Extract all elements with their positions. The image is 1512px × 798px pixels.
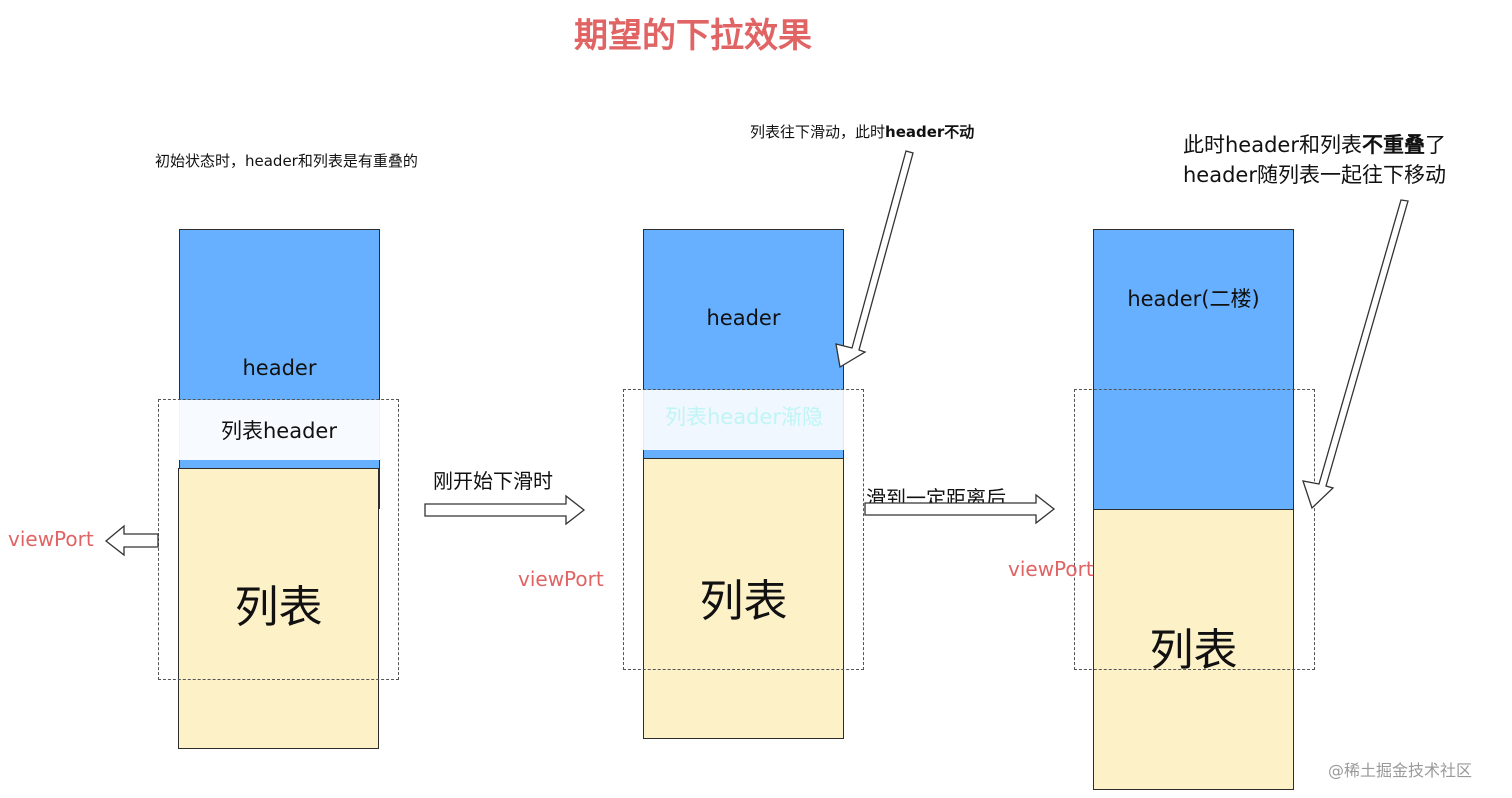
panel2-list-label: 列表 xyxy=(699,575,788,627)
panel2-viewport xyxy=(623,389,864,670)
panel1-list-header-label: 列表header xyxy=(221,419,337,443)
panel1-list-header: 列表header xyxy=(165,400,393,460)
panel1-viewport-arrow xyxy=(104,524,159,557)
step-arrow-2 xyxy=(864,493,1056,525)
panel3-header-box: header(二楼) xyxy=(1093,229,1294,510)
panel3-note-line1-bold: 不重叠 xyxy=(1361,133,1425,157)
panel2-list-header-fading: 列表header渐隐 xyxy=(630,390,858,450)
panel3-viewport-label: viewPort xyxy=(1008,557,1094,581)
panel1-note: 初始状态时，header和列表是有重叠的 xyxy=(155,150,418,171)
panel3-note-line1-suffix: 了 xyxy=(1424,133,1446,157)
panel2-list-header-label: 列表header渐隐 xyxy=(665,405,823,429)
panel2-note: 列表往下滑动，此时header不动 xyxy=(750,121,974,142)
panel2-viewport-label: viewPort xyxy=(518,567,604,591)
panel2-note-arrow xyxy=(835,150,914,369)
step-arrow-1 xyxy=(424,494,586,526)
panel3-note-line1: 此时header和列表不重叠了 xyxy=(1183,130,1446,160)
panel3-note-arrow xyxy=(1302,199,1409,510)
panel2-note-bold: header不动 xyxy=(885,123,975,141)
panel1-list-box: 列表 xyxy=(178,468,379,749)
watermark: @稀土掘金技术社区 xyxy=(1328,761,1473,780)
panel3-header-label: header(二楼) xyxy=(1127,287,1260,311)
panel2-header-label: header xyxy=(706,306,781,330)
panel1-header-label: header xyxy=(242,356,317,380)
panel1-note-text: 初始状态时，header和列表是有重叠的 xyxy=(155,152,418,170)
panel3-note-line1-prefix: 此时header和列表 xyxy=(1183,133,1362,157)
panel2-note-prefix: 列表往下滑动，此时 xyxy=(750,123,886,141)
panel1-list-label: 列表 xyxy=(234,581,323,633)
panel1-viewport-label: viewPort xyxy=(8,527,94,551)
step-label-start: 刚开始下滑时 xyxy=(433,469,553,493)
panel3-list-label: 列表 xyxy=(1149,624,1238,676)
panel3-viewport xyxy=(1074,389,1315,670)
panel3-note: 此时header和列表不重叠了 header随列表一起往下移动 xyxy=(1183,130,1446,190)
panel3-list-box: 列表 xyxy=(1093,509,1294,790)
panel2-list-box: 列表 xyxy=(643,458,844,739)
panel1-header-box: header xyxy=(179,229,380,509)
diagram-title: 期望的下拉效果 xyxy=(574,16,812,56)
panel3-note-line2: header随列表一起往下移动 xyxy=(1183,163,1446,187)
